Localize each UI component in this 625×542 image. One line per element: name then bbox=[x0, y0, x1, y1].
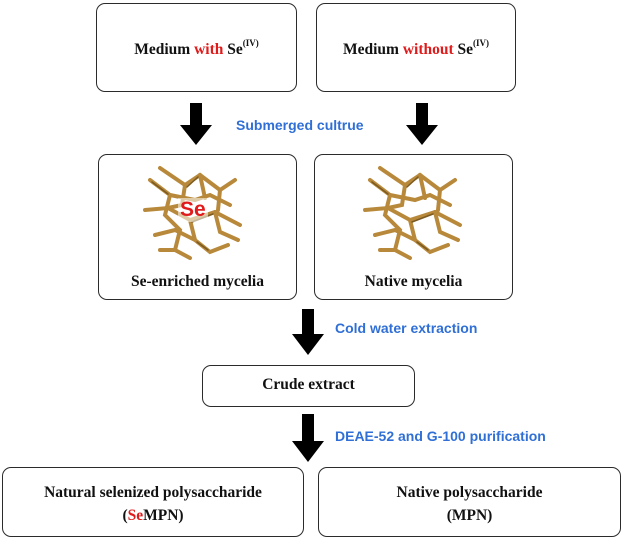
arrow-down-2 bbox=[292, 309, 324, 355]
se-enriched-mycelia-label: Se-enriched mycelia bbox=[130, 273, 264, 290]
se-badge: Se bbox=[178, 198, 208, 222]
medium-with-se-box bbox=[96, 3, 297, 92]
mpn-abbr: (MPN) bbox=[446, 507, 493, 524]
medium-without-se-box bbox=[316, 3, 516, 92]
native-mycelia-label: Native mycelia bbox=[364, 273, 463, 290]
step-purification: DEAE-52 and G-100 purification bbox=[335, 428, 546, 444]
sempn-abbr: (SeMPN) bbox=[122, 507, 184, 524]
arrow-down-right-1 bbox=[406, 103, 438, 145]
sempn-title: Natural selenized polysaccharide bbox=[44, 484, 262, 501]
step-cold-water-extraction: Cold water extraction bbox=[335, 320, 478, 336]
crude-extract-label: Crude extract bbox=[262, 376, 355, 393]
arrow-down-left-1 bbox=[180, 103, 212, 145]
mpn-title: Native polysaccharide bbox=[396, 484, 543, 501]
sempn-box bbox=[2, 467, 304, 537]
crude-extract-box bbox=[202, 365, 415, 407]
arrow-down-3 bbox=[292, 414, 324, 462]
medium-without-se-label: Medium without Se(IV) bbox=[342, 38, 490, 58]
medium-with-se-label: Medium with Se(IV) bbox=[134, 38, 259, 58]
mycelia-illustration-se bbox=[143, 166, 242, 260]
mycelia-illustration-native bbox=[363, 166, 462, 260]
mpn-box bbox=[318, 467, 621, 537]
step-submerged-culture: Submerged cultrue bbox=[236, 117, 364, 133]
